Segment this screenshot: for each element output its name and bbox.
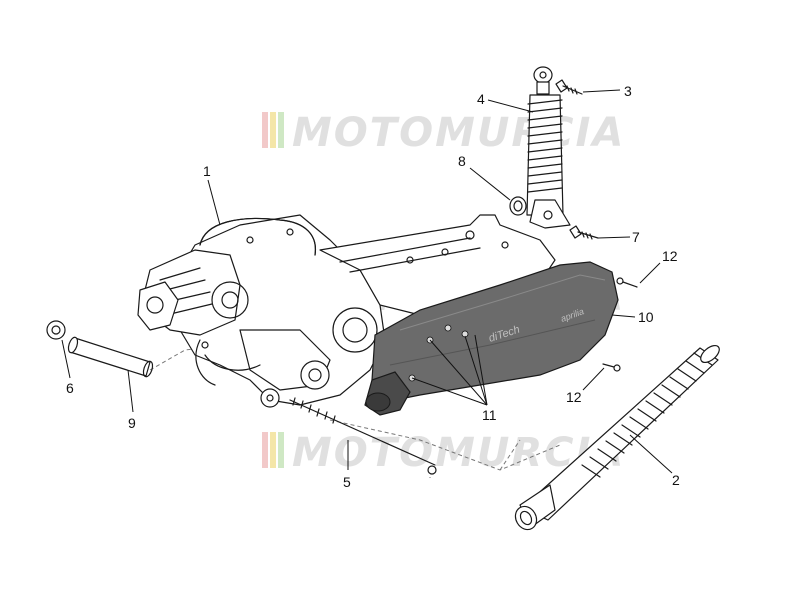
callout-11: 11: [482, 407, 497, 423]
callout-4: 4: [477, 91, 485, 107]
callout-10: 10: [638, 309, 654, 325]
straight-tube: [67, 336, 154, 378]
corrugated-air-duct: [514, 344, 720, 531]
callout-1: 1: [203, 163, 211, 179]
engine-assembly: [137, 214, 556, 408]
screw-upper-12: [616, 277, 638, 288]
bolt-lower-shock: [569, 225, 599, 240]
callout-2: 2: [672, 472, 680, 488]
callout-labels: 1 2 3 4 5 6 7 8 9 10 11 12 12: [66, 83, 680, 490]
bolt-upper-shock: [555, 79, 583, 95]
callout-9: 9: [128, 415, 136, 431]
watermark-text: MOTOMURCIA: [292, 110, 625, 156]
watermark-top: MOTOMURCIA: [262, 110, 625, 156]
callout-12-lower: 12: [566, 389, 582, 405]
transmission-cover: diTech aprilia: [364, 261, 619, 416]
threaded-stud: [289, 397, 437, 475]
callout-6: 6: [66, 380, 74, 396]
callout-12-upper: 12: [662, 248, 678, 264]
callout-5: 5: [343, 474, 351, 490]
bushing: [509, 196, 527, 216]
rear-shock-absorber: [526, 66, 571, 229]
screw-lower-12: [602, 363, 621, 372]
rubber-plug: [46, 320, 66, 340]
callout-7: 7: [632, 229, 640, 245]
callout-3: 3: [624, 83, 632, 99]
leader-lines: [61, 89, 673, 474]
callout-8: 8: [458, 153, 466, 169]
